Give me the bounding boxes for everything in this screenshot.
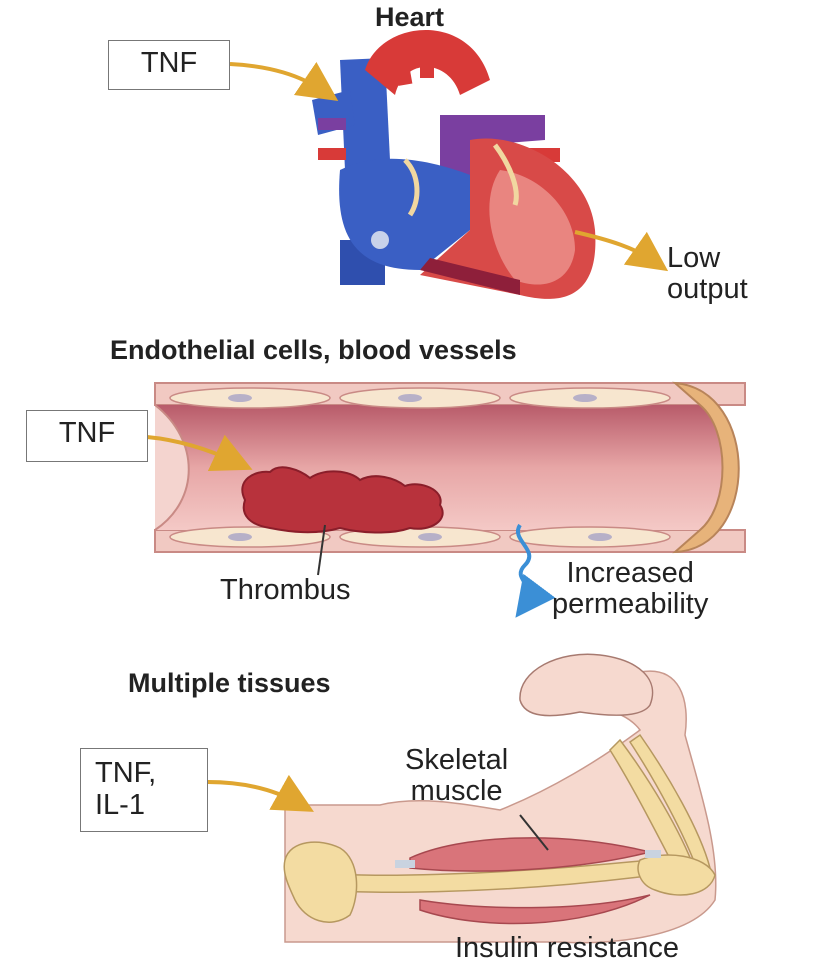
heart-tnf-box: TNF	[108, 40, 230, 90]
tissues-title: Multiple tissues	[128, 668, 331, 699]
thrombus-label: Thrombus	[220, 575, 351, 606]
fist-shape	[520, 654, 653, 715]
tissues-input-arrow	[208, 782, 300, 804]
blood-vessel-illustration	[155, 383, 745, 552]
heart-title: Heart	[375, 2, 444, 33]
tissues-effect-label: Insulin resistance	[455, 933, 679, 964]
muscle-label: Skeletal muscle	[405, 745, 508, 807]
heart-illustration	[312, 30, 595, 299]
tissues-input-box: TNF, IL-1	[80, 748, 208, 832]
vessel-effect-label: Increased permeability	[552, 558, 708, 620]
vessel-tnf-box: TNF	[26, 410, 148, 462]
vessel-title: Endothelial cells, blood vessels	[110, 335, 517, 366]
heart-input-arrow	[230, 64, 325, 92]
heart-effect-label: Low output	[667, 243, 748, 305]
